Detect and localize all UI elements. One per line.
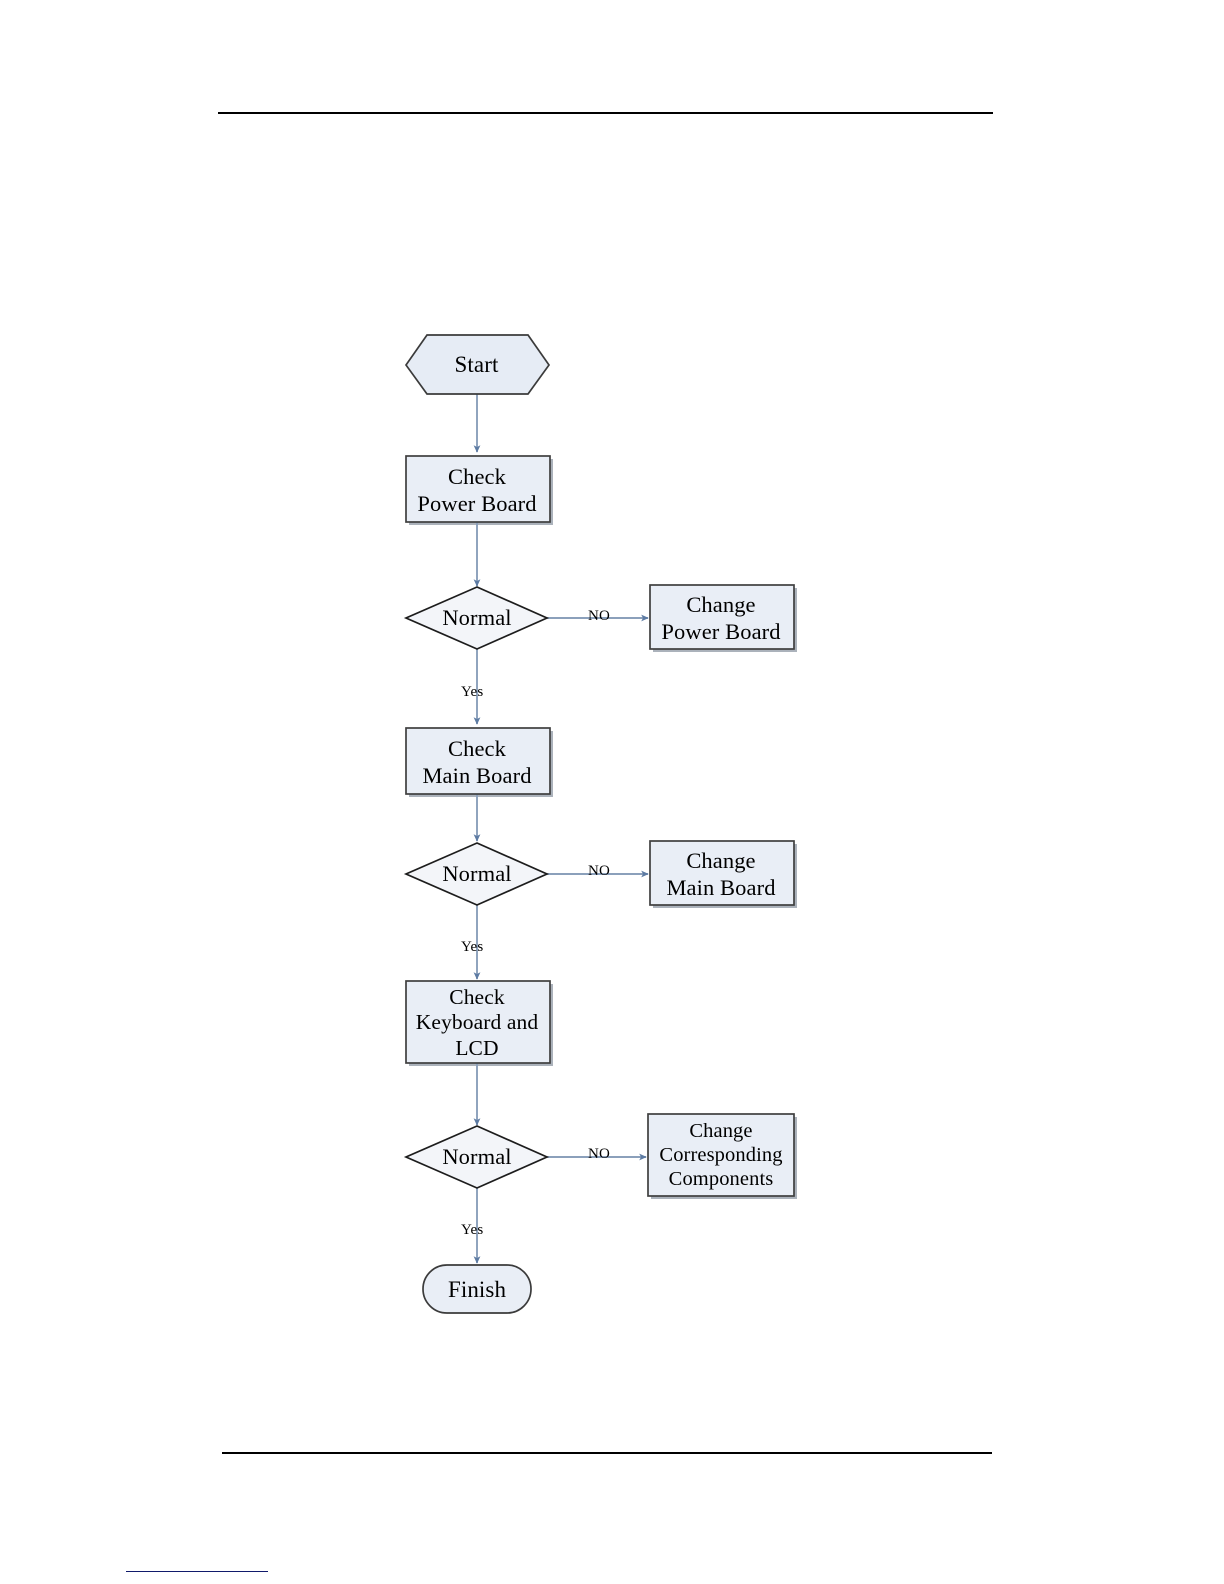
node-decision-normal-2 xyxy=(403,842,550,906)
node-change-power-board xyxy=(649,584,795,650)
node-check-keyboard-lcd xyxy=(405,980,551,1064)
node-decision-normal-1 xyxy=(403,586,550,650)
node-check-power-board xyxy=(405,455,551,523)
node-check-main-board xyxy=(405,727,551,795)
footnote-separator-rule xyxy=(126,1571,268,1572)
node-shadows xyxy=(409,459,797,1199)
node-finish xyxy=(422,1264,532,1314)
node-decision-normal-3 xyxy=(403,1125,550,1189)
node-start xyxy=(404,334,551,395)
footer-rule xyxy=(222,1452,992,1454)
connector-lines xyxy=(473,392,649,1264)
node-change-corresponding-components xyxy=(647,1113,795,1197)
header-rule xyxy=(218,112,993,114)
node-change-main-board xyxy=(649,840,795,906)
